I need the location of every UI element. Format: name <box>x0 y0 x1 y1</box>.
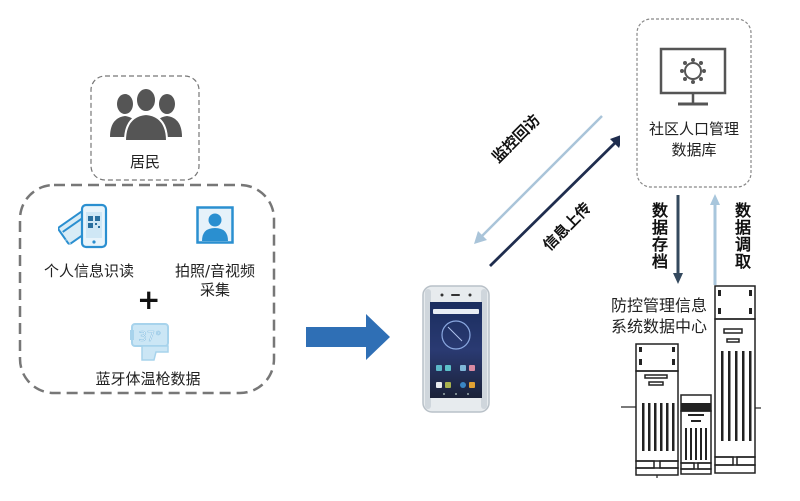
resident-box: 居民 <box>90 75 200 181</box>
person-photo-icon <box>196 206 234 244</box>
people-group-icon <box>108 85 184 143</box>
id-card-qr-phone-icon <box>58 202 114 252</box>
datacenter-label-line1: 防控管理信息 <box>610 296 707 315</box>
thermometer-reading: 37° <box>138 330 161 345</box>
data-archive-arrowhead <box>673 273 683 284</box>
data-sources-box <box>18 183 276 395</box>
resident-label: 居民 <box>129 153 160 171</box>
plus-sign: + <box>137 283 161 316</box>
data-retrieve-label: 数据调取 <box>732 202 751 270</box>
data-sources-box-border <box>18 183 276 395</box>
info-upload-arrow-line <box>489 139 619 267</box>
resident-box-border <box>90 75 200 181</box>
info-upload-arrowhead <box>610 135 620 148</box>
database-box-border <box>636 18 752 188</box>
data-archive-label: 数据存档 <box>649 202 668 270</box>
thermometer-gun-icon: 37° <box>130 322 172 364</box>
datacenter-label-line2: 系统数据中心 <box>610 317 707 336</box>
right-arrow-icon <box>306 314 390 360</box>
database-box: 社区人口管理 数据库 <box>636 18 752 188</box>
monitor-followup-arrowhead <box>474 231 487 244</box>
vertical-arrows <box>670 193 720 285</box>
diagonal-arrows <box>470 110 620 270</box>
monitor-gear-icon <box>658 46 730 110</box>
handheld-terminal-icon[interactable] <box>422 285 490 413</box>
source-label-bluetooth-thermometer: 蓝牙体温枪数据 <box>95 370 201 388</box>
server-towers-icon <box>618 283 783 478</box>
source-label-photo-av: 拍照/音视频 <box>174 262 256 280</box>
database-label-line2: 数据库 <box>671 141 717 159</box>
source-label-photo-av-line2: 采集 <box>199 281 230 299</box>
source-label-id-reading: 个人信息识读 <box>43 262 134 280</box>
monitor-followup-arrow-line <box>479 115 603 239</box>
data-retrieve-arrowhead <box>710 194 720 205</box>
database-label-line1: 社区人口管理 <box>648 120 739 138</box>
